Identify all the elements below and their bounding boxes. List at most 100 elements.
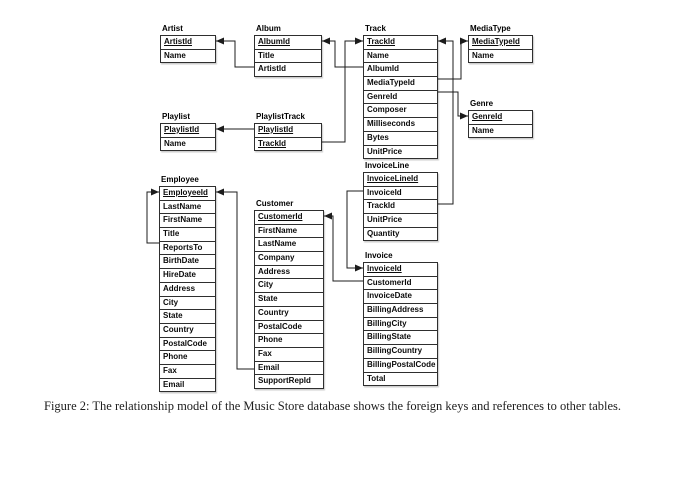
field-row-milliseconds: Milliseconds bbox=[364, 118, 437, 132]
field-row-email: Email bbox=[163, 379, 185, 389]
connector-employee-reportsto-to-employee bbox=[146, 188, 159, 244]
field-row-employeeid: EmployeeId bbox=[160, 187, 215, 201]
entity-title: Track bbox=[365, 24, 386, 33]
entity-title: InvoiceLine bbox=[365, 161, 410, 170]
field-row-playlistid: PlaylistId bbox=[255, 124, 321, 138]
field-row-country: Country bbox=[160, 324, 215, 338]
field-row-genreid: GenreId bbox=[364, 91, 437, 105]
entity-title: Artist bbox=[162, 24, 183, 33]
connector-album-artistid-to-artist bbox=[216, 37, 254, 68]
field-row-fax: Fax bbox=[160, 365, 215, 379]
field-row-customerid: CustomerId bbox=[364, 277, 437, 291]
field-row-state: State bbox=[255, 293, 323, 307]
field-row-composer: Composer bbox=[364, 104, 437, 119]
field-row-address: Address bbox=[255, 266, 323, 280]
connector-invoiceline-invoiceid-to-invoice bbox=[346, 190, 363, 272]
field-row-genreid: GenreId bbox=[469, 111, 532, 125]
connector-invoice-customerid-to-customer bbox=[324, 212, 363, 282]
field-row-quantity: Quantity bbox=[367, 228, 400, 238]
field-row-phone: Phone bbox=[255, 334, 323, 348]
field-row-name: Name bbox=[472, 125, 494, 135]
field-row-address: Address bbox=[160, 283, 215, 297]
field-row-customerid: CustomerId bbox=[255, 211, 323, 225]
figure-caption: Figure 2: The relationship model of the … bbox=[44, 399, 622, 413]
field-row-name: Name bbox=[364, 50, 437, 64]
field-row-phone: Phone bbox=[160, 351, 215, 365]
entity-title: MediaType bbox=[470, 24, 511, 33]
field-row-total: Total bbox=[367, 373, 386, 383]
field-row-firstname: FirstName bbox=[160, 214, 215, 229]
field-row-mediatypeid: MediaTypeId bbox=[364, 77, 437, 91]
field-row-invoicedate: InvoiceDate bbox=[364, 290, 437, 305]
field-row-email: Email bbox=[255, 362, 323, 376]
field-row-name: Name bbox=[472, 50, 494, 60]
field-row-title: Title bbox=[255, 50, 321, 64]
field-row-invoiceid: InvoiceId bbox=[364, 263, 437, 277]
field-row-unitprice: UnitPrice bbox=[364, 214, 437, 228]
field-row-unitprice: UnitPrice bbox=[367, 146, 403, 156]
field-row-albumid: AlbumId bbox=[255, 36, 321, 50]
field-row-billingcountry: BillingCountry bbox=[364, 345, 437, 359]
field-row-hiredate: HireDate bbox=[160, 269, 215, 283]
field-row-fax: Fax bbox=[255, 348, 323, 362]
entity-title: Playlist bbox=[162, 112, 191, 121]
field-row-name: Name bbox=[164, 50, 186, 60]
field-row-artistid: ArtistId bbox=[258, 64, 286, 74]
field-row-trackid: TrackId bbox=[364, 36, 437, 50]
field-row-playlistid: PlaylistId bbox=[161, 124, 215, 138]
entity-title: Genre bbox=[470, 99, 494, 108]
field-row-postalcode: PostalCode bbox=[160, 338, 215, 352]
connector-playlisttrack-trackid-to-track bbox=[322, 37, 363, 143]
field-row-firstname: FirstName bbox=[255, 225, 323, 239]
field-row-lastname: LastName bbox=[255, 238, 323, 253]
field-row-supportrepid: SupportRepId bbox=[258, 376, 311, 386]
field-row-postalcode: PostalCode bbox=[255, 321, 323, 335]
field-row-billingpostalcode: BillingPostalCode bbox=[364, 359, 437, 373]
field-row-billingaddress: BillingAddress bbox=[364, 304, 437, 318]
field-row-city: City bbox=[160, 297, 215, 311]
entity-title: Employee bbox=[161, 175, 199, 184]
connector-customer-supportrepid-to-employee bbox=[216, 188, 254, 370]
field-row-invoiceid: InvoiceId bbox=[364, 187, 437, 201]
field-row-reportsto: ReportsTo bbox=[160, 242, 215, 256]
field-row-city: City bbox=[255, 279, 323, 294]
field-row-state: State bbox=[160, 310, 215, 324]
entity-title: Album bbox=[256, 24, 281, 33]
entity-title: Customer bbox=[256, 199, 294, 208]
field-row-birthdate: BirthDate bbox=[160, 255, 215, 270]
field-row-invoicelineid: InvoiceLineId bbox=[364, 173, 437, 187]
connector-track-mediatypeid-to-mediatype bbox=[438, 37, 468, 80]
field-row-company: Company bbox=[255, 252, 323, 266]
field-row-trackid: TrackId bbox=[258, 138, 287, 148]
field-row-title: Title bbox=[160, 228, 215, 242]
field-row-billingstate: BillingState bbox=[364, 331, 437, 346]
field-row-lastname: LastName bbox=[160, 201, 215, 215]
field-row-trackid: TrackId bbox=[364, 200, 437, 215]
field-row-albumid: AlbumId bbox=[364, 63, 437, 78]
field-row-name: Name bbox=[164, 138, 186, 148]
field-row-artistid: ArtistId bbox=[161, 36, 215, 50]
field-row-bytes: Bytes bbox=[364, 132, 437, 146]
entity-title: Invoice bbox=[365, 251, 393, 260]
